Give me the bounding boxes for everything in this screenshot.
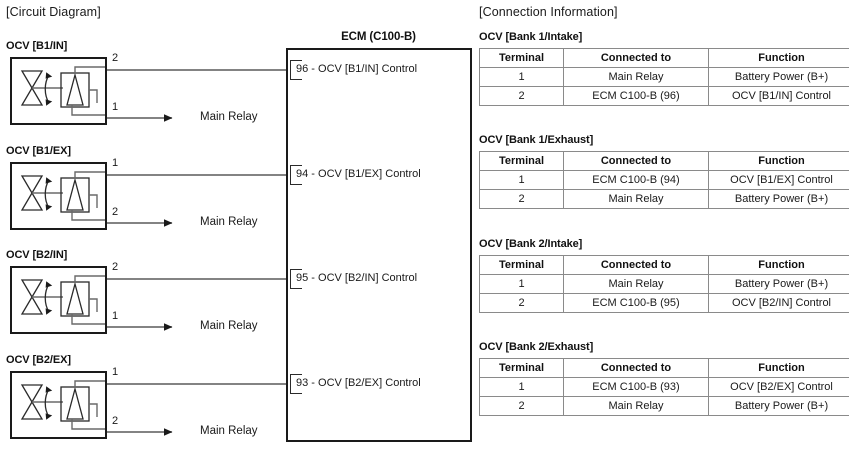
table-header-row: Terminal Connected to Function xyxy=(479,151,849,171)
ocv-label-b2-in: OCV [B2/IN] xyxy=(6,249,68,261)
main-relay-label-b2-ex: Main Relay xyxy=(200,425,258,437)
table-title-bank2-exhaust: OCV [Bank 2/Exhaust] xyxy=(479,341,594,353)
cell-function: OCV [B1/EX] Control xyxy=(708,170,849,190)
cell-terminal: 1 xyxy=(479,274,564,294)
table-row: 2 ECM C100-B (95) OCV [B2/IN] Control xyxy=(479,293,849,313)
main-relay-label-b1-in: Main Relay xyxy=(200,111,258,123)
cell-terminal: 2 xyxy=(479,189,564,209)
cell-connected-to: ECM C100-B (94) xyxy=(563,170,709,190)
connection-table-bank1-intake: Terminal Connected to Function 1 Main Re… xyxy=(479,48,849,106)
column-header-function: Function xyxy=(708,151,849,171)
ecm-connector-box xyxy=(286,48,472,442)
cell-terminal: 2 xyxy=(479,396,564,416)
ecm-pin-bracket-96 xyxy=(290,60,302,80)
ocv-label-b1-in: OCV [B1/IN] xyxy=(6,40,68,52)
cell-function: OCV [B2/IN] Control xyxy=(708,293,849,313)
column-header-connected-to: Connected to xyxy=(563,255,709,275)
column-header-function: Function xyxy=(708,255,849,275)
cell-connected-to: Main Relay xyxy=(563,396,709,416)
circuit-diagram-heading: [Circuit Diagram] xyxy=(6,5,101,19)
ecm-pin-bracket-95 xyxy=(290,269,302,289)
cell-terminal: 2 xyxy=(479,293,564,313)
table-title-bank2-intake: OCV [Bank 2/Intake] xyxy=(479,238,583,250)
ecm-pin-bracket-93 xyxy=(290,374,302,394)
cell-terminal: 2 xyxy=(479,86,564,106)
column-header-connected-to: Connected to xyxy=(563,48,709,68)
connection-table-bank2-intake: Terminal Connected to Function 1 Main Re… xyxy=(479,255,849,313)
ecm-pin-bracket-94 xyxy=(290,165,302,185)
cell-connected-to: ECM C100-B (93) xyxy=(563,377,709,397)
table-title-bank1-exhaust: OCV [Bank 1/Exhaust] xyxy=(479,134,594,146)
terminal-number-b2-ex-bottom: 2 xyxy=(112,415,119,427)
ocv-valve-symbol xyxy=(20,380,105,430)
cell-connected-to: ECM C100-B (96) xyxy=(563,86,709,106)
cell-terminal: 1 xyxy=(479,377,564,397)
connection-table-bank2-exhaust: Terminal Connected to Function 1 ECM C10… xyxy=(479,358,849,416)
ecm-pin-label-95: 95 - OCV [B2/IN] Control xyxy=(296,272,418,284)
ocv-box-b2-in xyxy=(10,266,107,334)
cell-connected-to: Main Relay xyxy=(563,274,709,294)
ecm-pin-label-94: 94 - OCV [B1/EX] Control xyxy=(296,168,421,180)
column-header-terminal: Terminal xyxy=(479,48,564,68)
cell-connected-to: Main Relay xyxy=(563,67,709,87)
table-row: 2 Main Relay Battery Power (B+) xyxy=(479,189,849,209)
cell-function: Battery Power (B+) xyxy=(708,189,849,209)
ecm-title: ECM (C100-B) xyxy=(341,31,416,43)
ecm-pin-label-93: 93 - OCV [B2/EX] Control xyxy=(296,377,421,389)
ocv-valve-symbol xyxy=(20,171,105,221)
connection-information-heading: [Connection Information] xyxy=(479,5,618,19)
main-relay-label-b2-in: Main Relay xyxy=(200,320,258,332)
cell-terminal: 1 xyxy=(479,170,564,190)
column-header-function: Function xyxy=(708,48,849,68)
cell-function: OCV [B2/EX] Control xyxy=(708,377,849,397)
terminal-number-b1-ex-top: 1 xyxy=(112,157,119,169)
column-header-terminal: Terminal xyxy=(479,151,564,171)
terminal-number-b2-ex-top: 1 xyxy=(112,366,119,378)
column-header-terminal: Terminal xyxy=(479,358,564,378)
cell-terminal: 1 xyxy=(479,67,564,87)
ocv-box-b1-in xyxy=(10,57,107,125)
terminal-number-b1-ex-bottom: 2 xyxy=(112,206,119,218)
ocv-box-b2-ex xyxy=(10,371,107,439)
ocv-valve-symbol xyxy=(20,66,105,116)
column-header-connected-to: Connected to xyxy=(563,358,709,378)
cell-connected-to: ECM C100-B (95) xyxy=(563,293,709,313)
connection-table-bank1-exhaust: Terminal Connected to Function 1 ECM C10… xyxy=(479,151,849,209)
table-row: 1 ECM C100-B (94) OCV [B1/EX] Control xyxy=(479,170,849,190)
ocv-box-b1-ex xyxy=(10,162,107,230)
table-header-row: Terminal Connected to Function xyxy=(479,48,849,68)
cell-connected-to: Main Relay xyxy=(563,189,709,209)
column-header-connected-to: Connected to xyxy=(563,151,709,171)
cell-function: Battery Power (B+) xyxy=(708,67,849,87)
table-row: 1 Main Relay Battery Power (B+) xyxy=(479,274,849,294)
table-row: 1 Main Relay Battery Power (B+) xyxy=(479,67,849,87)
terminal-number-b1-in-bottom: 1 xyxy=(112,101,119,113)
cell-function: Battery Power (B+) xyxy=(708,274,849,294)
ocv-label-b2-ex: OCV [B2/EX] xyxy=(6,354,71,366)
terminal-number-b2-in-top: 2 xyxy=(112,261,119,273)
table-title-bank1-intake: OCV [Bank 1/Intake] xyxy=(479,31,583,43)
table-header-row: Terminal Connected to Function xyxy=(479,358,849,378)
column-header-function: Function xyxy=(708,358,849,378)
table-header-row: Terminal Connected to Function xyxy=(479,255,849,275)
ecm-pin-label-96: 96 - OCV [B1/IN] Control xyxy=(296,63,418,75)
cell-function: Battery Power (B+) xyxy=(708,396,849,416)
table-row: 1 ECM C100-B (93) OCV [B2/EX] Control xyxy=(479,377,849,397)
table-row: 2 Main Relay Battery Power (B+) xyxy=(479,396,849,416)
table-row: 2 ECM C100-B (96) OCV [B1/IN] Control xyxy=(479,86,849,106)
column-header-terminal: Terminal xyxy=(479,255,564,275)
terminal-number-b1-in-top: 2 xyxy=(112,52,119,64)
ocv-valve-symbol xyxy=(20,275,105,325)
ocv-label-b1-ex: OCV [B1/EX] xyxy=(6,145,71,157)
terminal-number-b2-in-bottom: 1 xyxy=(112,310,119,322)
cell-function: OCV [B1/IN] Control xyxy=(708,86,849,106)
main-relay-label-b1-ex: Main Relay xyxy=(200,216,258,228)
